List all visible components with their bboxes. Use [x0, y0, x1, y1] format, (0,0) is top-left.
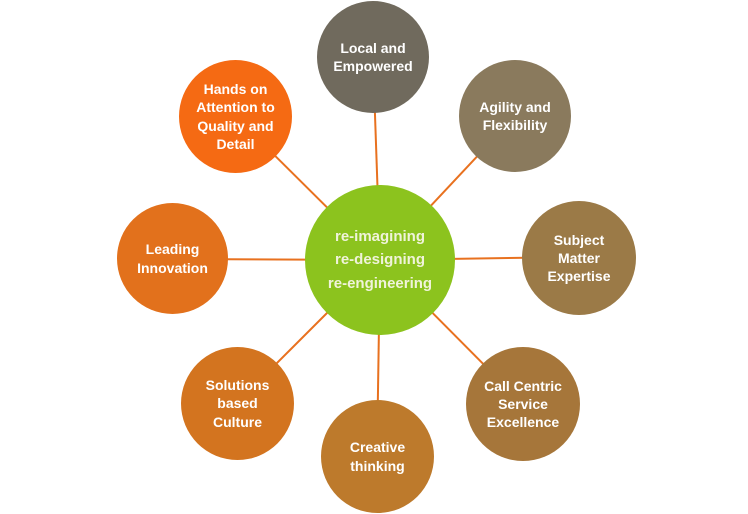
node-circle-creative-thinking: Creative thinking: [321, 400, 434, 513]
node-circle-local-and-empowered: Local and Empowered: [317, 1, 429, 113]
node-label: Subject Matter Expertise: [547, 231, 611, 285]
node-circle-solutions-based-culture: Solutions based Culture: [181, 347, 294, 460]
node-circle-call-centric-service-excellence: Call Centric Service Excellence: [466, 347, 580, 461]
hub-label: re-imagining re-designing re-engineering: [327, 228, 433, 292]
node-label: Leading Innovation: [137, 241, 208, 276]
node-label: Hands on Attention to Quality and Detail: [196, 81, 275, 152]
node-circle-agility-and-flexibility: Agility and Flexibility: [459, 60, 571, 172]
node-label: Creative thinking: [349, 439, 406, 474]
node-circle-leading-innovation: Leading Innovation: [117, 203, 228, 314]
node-label: Solutions based Culture: [205, 377, 270, 430]
hub-circle-re-imagining: re-imagining re-designing re-engineering: [305, 185, 455, 335]
node-label: Call Centric Service Excellence: [484, 377, 562, 431]
node-circle-hands-on-attention-to-quality-and-detail: Hands on Attention to Quality and Detail: [179, 60, 292, 173]
node-label: Agility and Flexibility: [479, 98, 551, 133]
node-label: Local and Empowered: [333, 39, 413, 74]
node-circle-subject-matter-expertise: Subject Matter Expertise: [522, 201, 636, 315]
